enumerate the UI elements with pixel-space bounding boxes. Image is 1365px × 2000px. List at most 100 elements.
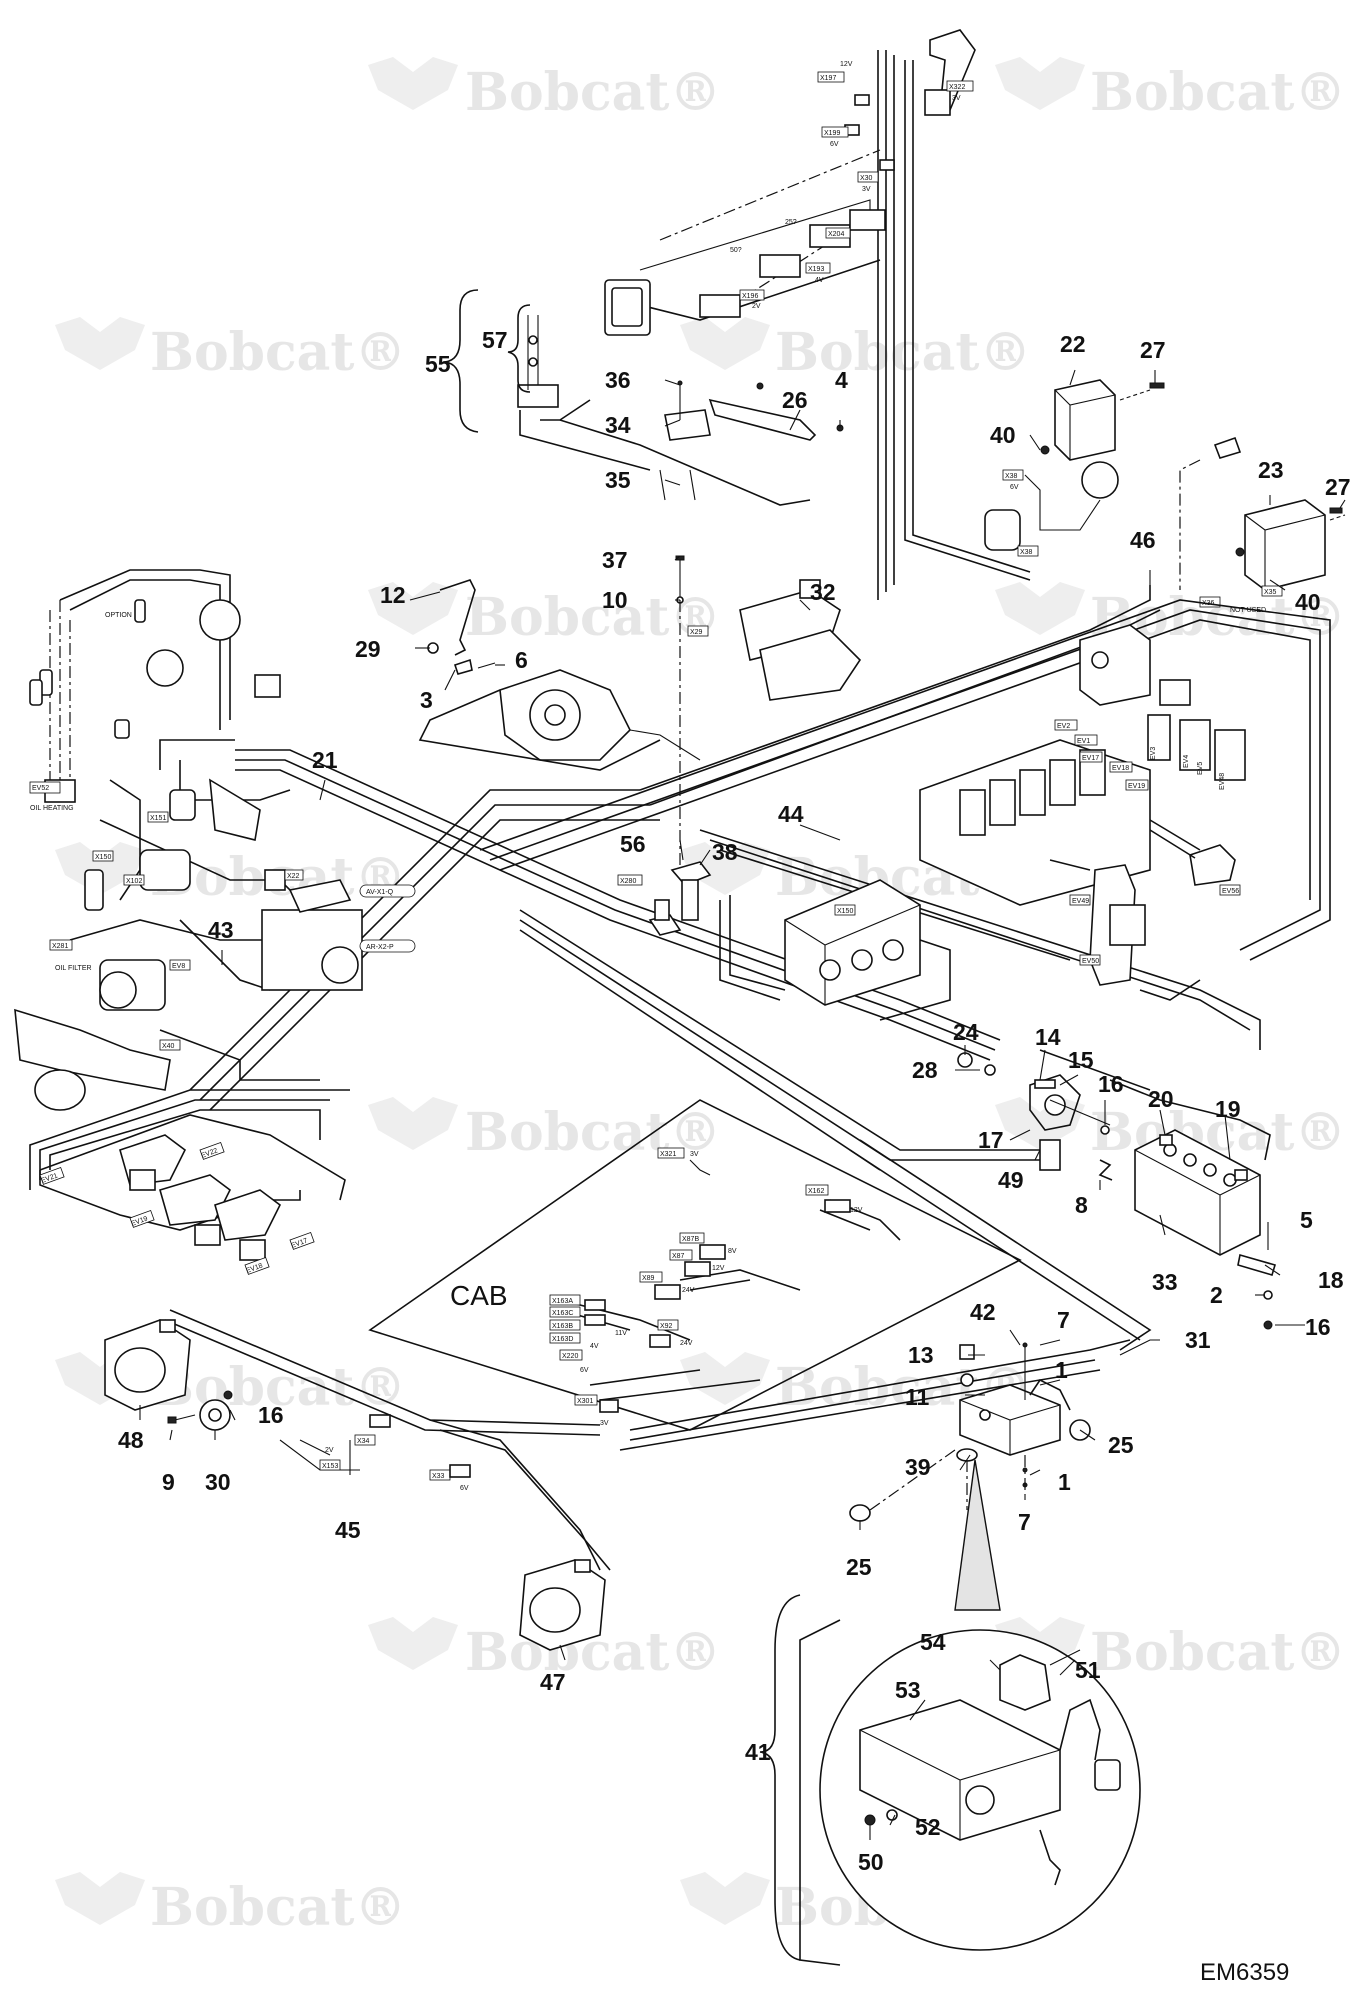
wire-note: 24V [680, 1340, 693, 1347]
part-callout: 9 [162, 1469, 175, 1495]
connector-label: X280 [620, 878, 636, 885]
part-callout: 3 [420, 687, 433, 713]
part-callout: 13 [908, 1342, 934, 1368]
switch [254, 674, 281, 698]
control-box-44: X150 [719, 879, 951, 1021]
valve-label: EV48 [1219, 773, 1226, 790]
part-callout: 27 [1140, 337, 1166, 363]
valve-label: EV17 [1082, 755, 1099, 762]
connector-label: EV8 [172, 963, 185, 970]
wire-note: 6V [830, 141, 839, 148]
connector-label: X30 [860, 175, 873, 182]
wire-note: 25? [785, 219, 797, 226]
solenoid-ev49 [1179, 719, 1211, 771]
part-callout: 5 [1300, 1207, 1313, 1233]
part-callout: 25 [846, 1554, 872, 1580]
bobcat-watermark: Bobcat® [680, 317, 1031, 383]
battery-group [957, 1049, 1276, 1330]
connector-label: X35 [1264, 589, 1277, 596]
connector-label: X87B [682, 1236, 699, 1243]
wire-note: 50? [730, 247, 742, 254]
starter-motor [209, 778, 261, 841]
pressure-switch [146, 649, 184, 687]
main-harness [29, 585, 1331, 1571]
part-callout: 18 [1318, 1267, 1344, 1293]
bobcat-watermark: Bobcat® [995, 57, 1346, 123]
light-relay [849, 209, 886, 231]
valve-label: EV1 [1077, 738, 1090, 745]
connector-label: X33 [432, 1473, 445, 1480]
connector-label: X22 [287, 873, 300, 880]
connector-label: X87 [672, 1253, 685, 1260]
sensor [134, 599, 146, 623]
bobcat-watermark: Bobcat® [55, 1872, 406, 1938]
part-callout: 16 [1305, 1314, 1331, 1340]
oil-filter [84, 869, 104, 911]
brace-57 [507, 304, 531, 393]
connector-label: X151 [150, 815, 166, 822]
connector-label: X40 [162, 1043, 175, 1050]
connector-label: X163B [552, 1323, 573, 1330]
upper-light-harness: X197 12V X322 3V X199 6V X30 3V X204 X19… [604, 29, 1031, 600]
left-valves: AV-X1-Q AR-X2-P EV21 EV22 EV19 EV18 EV17 [39, 879, 416, 1275]
part-callout: 17 [978, 1127, 1004, 1153]
solenoid-ev18 [214, 1189, 282, 1241]
part-callout: 44 [778, 801, 804, 827]
brace-41 [759, 1594, 801, 1961]
wire-note: OPTION [105, 612, 132, 619]
sensor [169, 789, 196, 821]
fuse-mount-group [849, 1342, 1091, 1611]
valve-label: EV18 [1112, 765, 1129, 772]
part-callout: 57 [482, 327, 508, 353]
wire-note: OIL HEATING [30, 805, 74, 812]
injection-pump [759, 629, 862, 701]
wire-note: 2V [752, 303, 761, 310]
cab-area: CAB X321 3V X162 12V X87B 8V X87 12V X89… [368, 1099, 1022, 1431]
relay-54 [999, 1654, 1051, 1711]
part-callout: 51 [1075, 1657, 1101, 1683]
part-callout: 38 [712, 839, 738, 865]
part-callout: 49 [998, 1167, 1024, 1193]
valve-label: EV56 [1222, 888, 1239, 895]
bobcat-watermark: Bobcat® [368, 1097, 721, 1163]
valve-label: EV49 [1072, 898, 1089, 905]
part-callout: 14 [1035, 1024, 1061, 1050]
part-callout: 30 [205, 1469, 231, 1495]
part-callout: 47 [540, 1669, 566, 1695]
part-callout: 46 [1130, 527, 1156, 553]
beacon-light [984, 509, 1021, 551]
connector-label: X193 [808, 266, 824, 273]
part-callout: 40 [990, 422, 1016, 448]
connector-label: X29 [690, 629, 703, 636]
watermark-text: Bobcat® [1090, 1622, 1346, 1683]
wire-note: 8V [728, 1248, 737, 1255]
part-callout: 20 [1148, 1086, 1174, 1112]
wire-note: 12V [712, 1265, 725, 1272]
alternator-group [418, 579, 701, 771]
connector-label: X38 [1005, 473, 1018, 480]
connector-label: X196 [742, 293, 758, 300]
wire-note: 4V [590, 1343, 599, 1350]
connector-label: X163A [552, 1298, 573, 1305]
part-callout: 15 [1068, 1047, 1094, 1073]
watermark-text: Bobcat® [1090, 62, 1346, 123]
connector-label: EV52 [32, 785, 49, 792]
detail-view-41 [819, 1629, 1141, 1951]
bobcat-watermark: Bobcat® [368, 582, 721, 648]
part-callout: 16 [258, 1402, 284, 1428]
part-callout: 54 [920, 1629, 946, 1655]
watermark-text: Bobcat® [775, 322, 1031, 383]
part-callout: 1 [1058, 1469, 1071, 1495]
connector-label: X163C [552, 1310, 573, 1317]
part-callout: 26 [782, 387, 808, 413]
wire-note: 4V [815, 277, 824, 284]
part-callout: 33 [1152, 1269, 1178, 1295]
connector-plug [854, 94, 870, 106]
connector-label: X220 [562, 1353, 578, 1360]
part-callout: 29 [355, 636, 381, 662]
engine-hose [14, 1008, 171, 1091]
connector-label: X197 [820, 75, 836, 82]
connector-label: X150 [95, 854, 111, 861]
connector-label: X102 [126, 878, 142, 885]
callouts: 55 57 36 34 26 4 35 22 27 40 23 27 46 40… [118, 327, 1351, 1875]
